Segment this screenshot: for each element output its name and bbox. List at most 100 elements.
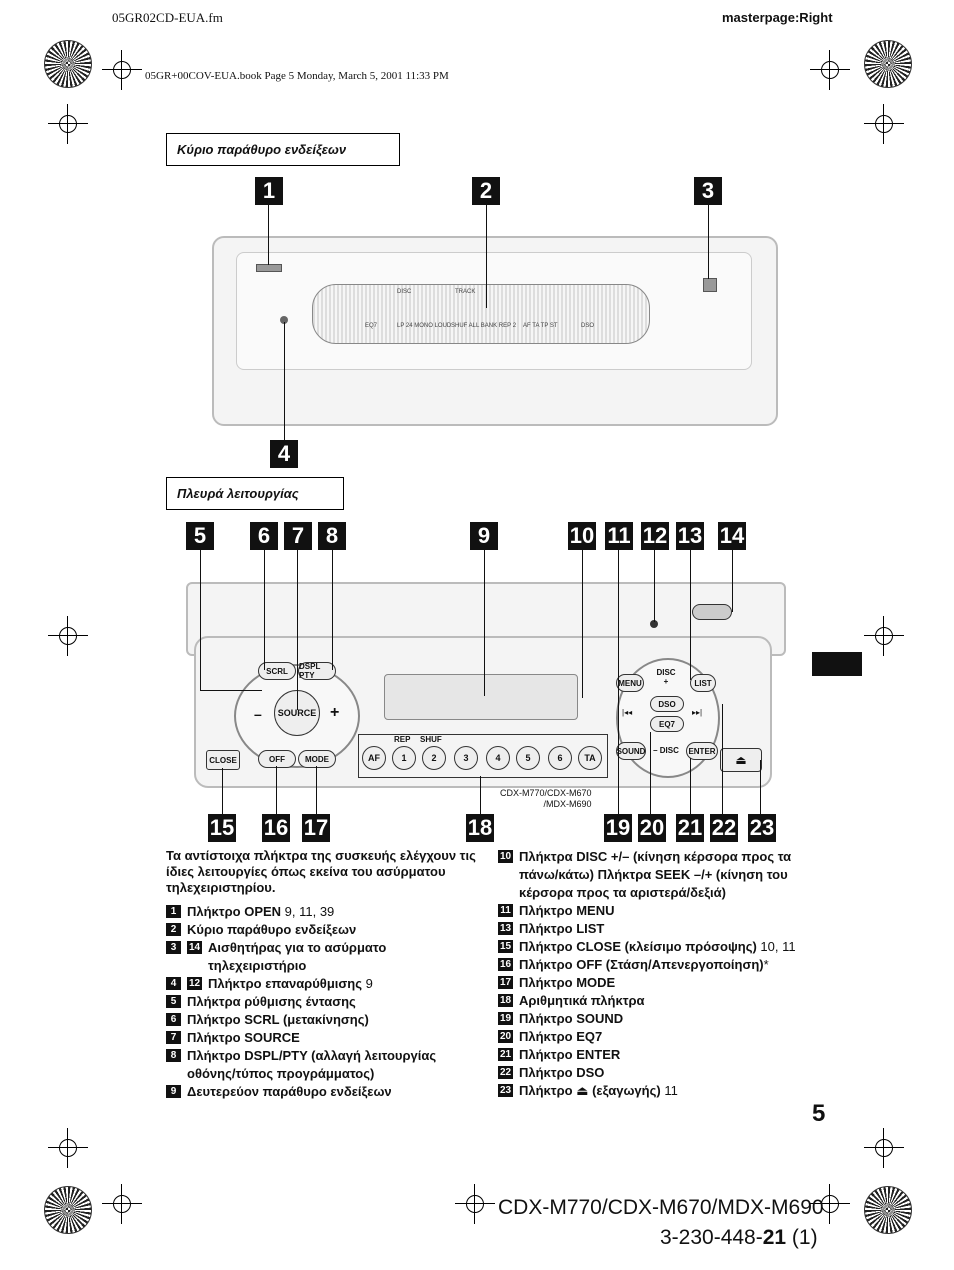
preset-bar	[358, 734, 608, 778]
callout-7: 7	[284, 522, 312, 550]
legend-suffix: 10, 11	[756, 939, 796, 954]
legend-label: Πλήκτρο OPEN	[187, 904, 282, 919]
legend-text: Πλήκτρο επαναρύθμισης 9	[208, 975, 373, 993]
remote-sensor-window	[692, 604, 732, 620]
legend-number: 7	[166, 1031, 181, 1044]
callout-18: 18	[466, 814, 494, 842]
legend-label: Πλήκτρο SOUND	[519, 1011, 624, 1026]
legend-suffix: 9	[361, 976, 373, 991]
model-note: CDX-M770/CDX-M670 /MDX-M690	[500, 788, 592, 809]
leader-line	[708, 205, 709, 279]
legend-text: Πλήκτρο SCRL (μετακίνησης)	[187, 1011, 369, 1029]
reset-button	[280, 316, 288, 324]
legend-item: 3 14 Αισθητήρας για το ασύρματο τηλεχειρισ…	[166, 939, 456, 975]
legend-number: 21	[498, 1048, 513, 1061]
registration-mark	[44, 1186, 92, 1234]
leader-line	[582, 550, 583, 698]
leader-line	[654, 550, 655, 622]
legend-text: Πλήκτρο CLOSE (κλείσιμο πρόσοψης) 10, 11	[519, 938, 796, 956]
leader-line	[732, 550, 733, 612]
legend-number: 22	[498, 1066, 513, 1079]
legend-label: Αριθμητικά πλήκτρα	[519, 993, 645, 1008]
leader-line	[200, 690, 262, 691]
legend-label: Πλήκτρο MODE	[519, 975, 616, 990]
eject-button: ⏏	[720, 748, 762, 772]
callout-17: 17	[302, 814, 330, 842]
main-lcd: DISC TRACK EQ7 LP 24 MONO LOUD SHUF ALL …	[312, 284, 650, 344]
seek-forward-icon: ▸▸|	[692, 708, 703, 717]
dspl-button: DSPL PTY	[298, 662, 336, 680]
callout-19: 19	[604, 814, 632, 842]
lcd-lp: LP 24 MONO LOUD	[397, 323, 452, 329]
rep-label: REP	[394, 735, 411, 744]
crop-mark	[810, 50, 850, 90]
legend-text: Πλήκτρο LIST	[519, 920, 604, 938]
legend-number: 2	[166, 923, 181, 936]
legend-number: 6	[166, 1013, 181, 1026]
legend-text: Πλήκτρο OFF (Στάση/Απενεργοποίηση)*	[519, 956, 769, 974]
legend-text: Αισθητήρας για το ασύρματο τηλεχειριστήρ…	[208, 939, 456, 975]
callout-11: 11	[605, 522, 633, 550]
leader-line	[690, 758, 691, 814]
legend-text: Πλήκτρο ENTER	[519, 1046, 620, 1064]
list-button: LIST	[690, 674, 716, 692]
legend-text: Πλήκτρο ⏏ (εξαγωγής) 11	[519, 1082, 678, 1100]
legend-text: Αριθμητικά πλήκτρα	[519, 992, 645, 1010]
legend-number: 1	[166, 905, 181, 918]
leader-line	[722, 704, 723, 814]
legend-number: 10	[498, 850, 513, 863]
disc-plus-button: DISC +	[656, 668, 676, 686]
legend-number: 3	[166, 941, 181, 954]
callout-23: 23	[748, 814, 776, 842]
registration-mark	[44, 40, 92, 88]
page-number: 5	[812, 1100, 826, 1127]
volume-minus: –	[254, 706, 262, 722]
leader-line	[200, 550, 201, 690]
lcd-disc: DISC	[397, 289, 412, 295]
crop-mark	[864, 104, 904, 144]
legend-item: 21 Πλήκτρο ENTER	[498, 1046, 798, 1064]
preset-1: 1	[392, 746, 416, 770]
callout-2: 2	[472, 177, 500, 205]
callout-10: 10	[568, 522, 596, 550]
callout-14: 14	[718, 522, 746, 550]
leader-line	[760, 760, 761, 814]
legend-item: 6 Πλήκτρο SCRL (μετακίνησης)	[166, 1011, 456, 1029]
legend-suffix: *	[763, 957, 769, 972]
reset-button	[650, 620, 658, 628]
crop-mark	[864, 616, 904, 656]
preset-6: 6	[548, 746, 572, 770]
legend-number: 12	[187, 977, 202, 990]
legend-label: Πλήκτρα ρύθμισης έντασης	[187, 994, 356, 1009]
operation-side-heading: Πλευρά λειτουργίας	[166, 477, 344, 510]
legend-label: Πλήκτρο OFF (Στάση/Απενεργοποίηση)	[519, 957, 764, 972]
legend-number: 14	[187, 941, 202, 954]
book-info: 05GR+00COV-EUA.book Page 5 Monday, March…	[145, 70, 449, 82]
leader-line	[480, 776, 481, 814]
legend-number: 20	[498, 1030, 513, 1043]
leader-line	[316, 766, 317, 814]
legend-item: 15 Πλήκτρο CLOSE (κλείσιμο πρόσοψης) 10, …	[498, 938, 798, 956]
crop-mark	[810, 1184, 850, 1224]
legend-number: 15	[498, 940, 513, 953]
legend-text: Πλήκτρο MODE	[519, 974, 615, 992]
callout-20: 20	[638, 814, 666, 842]
callout-9: 9	[470, 522, 498, 550]
leader-line	[222, 768, 223, 814]
callout-13: 13	[676, 522, 704, 550]
callout-6: 6	[250, 522, 278, 550]
footer-models: CDX-M770/CDX-M670/MDX-M690	[498, 1196, 824, 1219]
code-suffix: (1)	[786, 1226, 818, 1249]
leader-line	[690, 550, 691, 680]
lcd-track: TRACK	[455, 289, 476, 295]
masterpage-label: masterpage:Right	[722, 10, 833, 25]
